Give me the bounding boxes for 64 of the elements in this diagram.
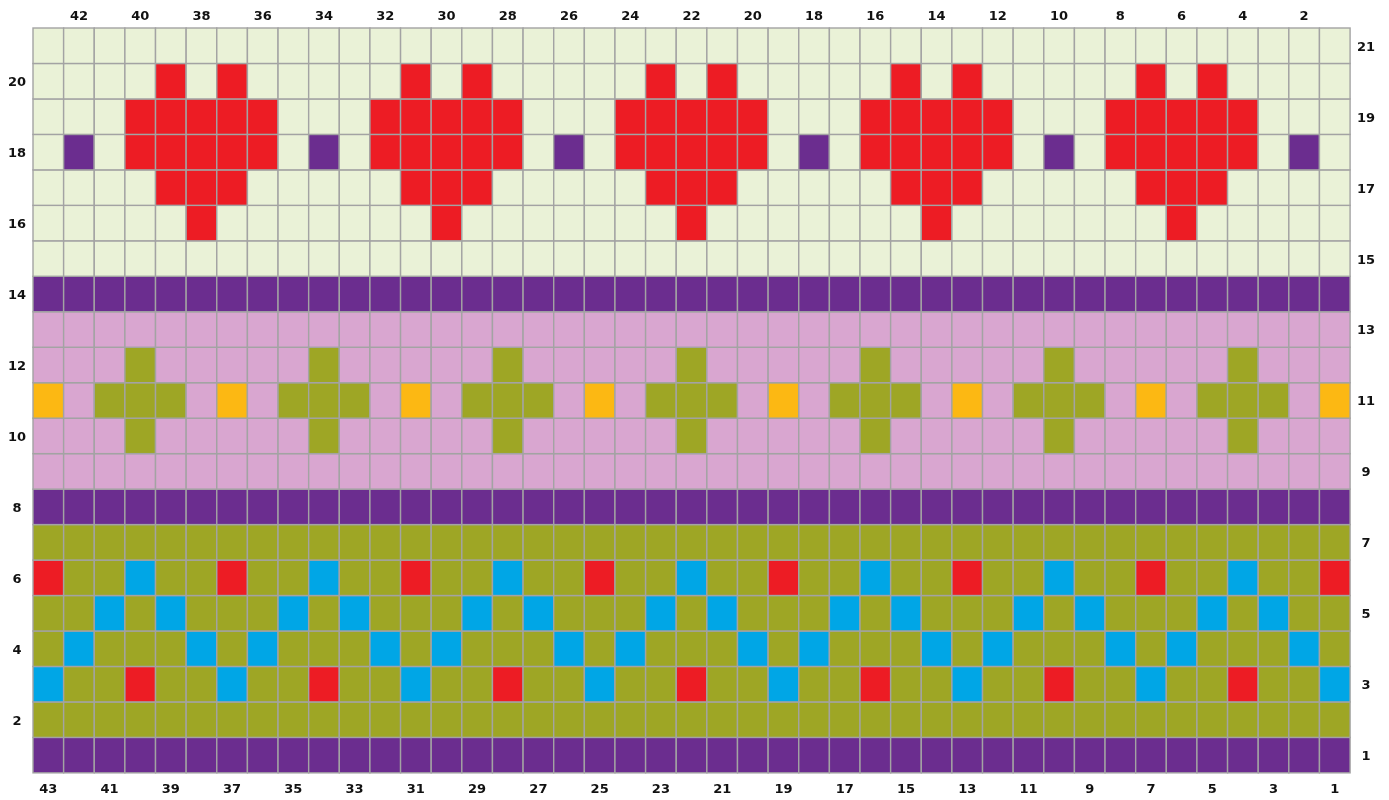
row-number: 16: [7, 216, 27, 230]
column-number: 24: [621, 8, 640, 22]
row-number: 11: [1356, 393, 1376, 407]
column-number: 22: [682, 8, 701, 22]
column-number: 30: [437, 8, 456, 22]
column-number: 27: [529, 781, 548, 795]
column-number: 42: [69, 8, 88, 22]
column-number: 2: [1299, 8, 1309, 22]
row-number: 3: [1361, 677, 1371, 691]
column-number: 10: [1050, 8, 1069, 22]
row-number: 14: [7, 287, 27, 301]
column-number: 37: [223, 781, 242, 795]
column-number: 3: [1269, 781, 1278, 795]
column-number: 5: [1207, 781, 1217, 795]
row-number: 2: [12, 713, 22, 727]
column-number: 11: [1019, 781, 1038, 795]
column-number: 6: [1177, 8, 1187, 22]
column-number: 18: [805, 8, 824, 22]
column-number: 14: [927, 8, 946, 22]
column-number: 28: [498, 8, 517, 22]
column-number: 34: [314, 8, 334, 22]
row-number: 9: [1361, 464, 1371, 478]
column-number: 26: [559, 8, 579, 22]
column-number: 41: [100, 781, 119, 795]
column-number: 31: [406, 781, 425, 795]
column-number: 33: [345, 781, 364, 795]
column-number: 23: [651, 781, 670, 795]
row-number: 12: [7, 358, 27, 372]
column-number: 40: [131, 8, 150, 22]
row-number: 4: [12, 642, 22, 656]
column-number: 35: [284, 781, 303, 795]
column-number: 19: [774, 781, 793, 795]
column-number: 36: [253, 8, 272, 22]
row-number: 13: [1356, 323, 1376, 336]
column-number: 7: [1146, 781, 1156, 795]
column-number: 38: [192, 8, 211, 22]
row-number: 17: [1356, 181, 1376, 195]
column-number: 1: [1330, 781, 1340, 795]
row-number: 7: [1361, 535, 1371, 549]
row-number: 1: [1361, 748, 1371, 762]
column-number: 8: [1115, 8, 1125, 22]
column-number: 43: [39, 781, 58, 795]
row-number: 21: [1356, 39, 1376, 53]
column-number: 4: [1238, 8, 1248, 22]
column-number: 29: [468, 781, 487, 795]
column-number: 15: [896, 781, 915, 795]
row-number: 6: [12, 571, 22, 585]
row-number: 5: [1361, 606, 1371, 620]
column-number: 25: [590, 781, 609, 795]
row-number: 15: [1356, 252, 1376, 266]
column-number: 17: [835, 781, 854, 795]
column-number: 9: [1085, 781, 1095, 795]
column-number: 20: [743, 8, 762, 22]
column-number: 13: [958, 781, 977, 795]
column-number: 12: [988, 8, 1007, 22]
column-number: 32: [376, 8, 395, 22]
column-number: 39: [161, 781, 180, 795]
column-number: 21: [713, 781, 732, 795]
row-number: 20: [7, 74, 27, 88]
row-number: 18: [7, 145, 27, 159]
row-number: 8: [12, 500, 22, 514]
row-number: 10: [7, 429, 27, 443]
column-number: 16: [866, 8, 885, 22]
row-number: 19: [1356, 110, 1376, 124]
